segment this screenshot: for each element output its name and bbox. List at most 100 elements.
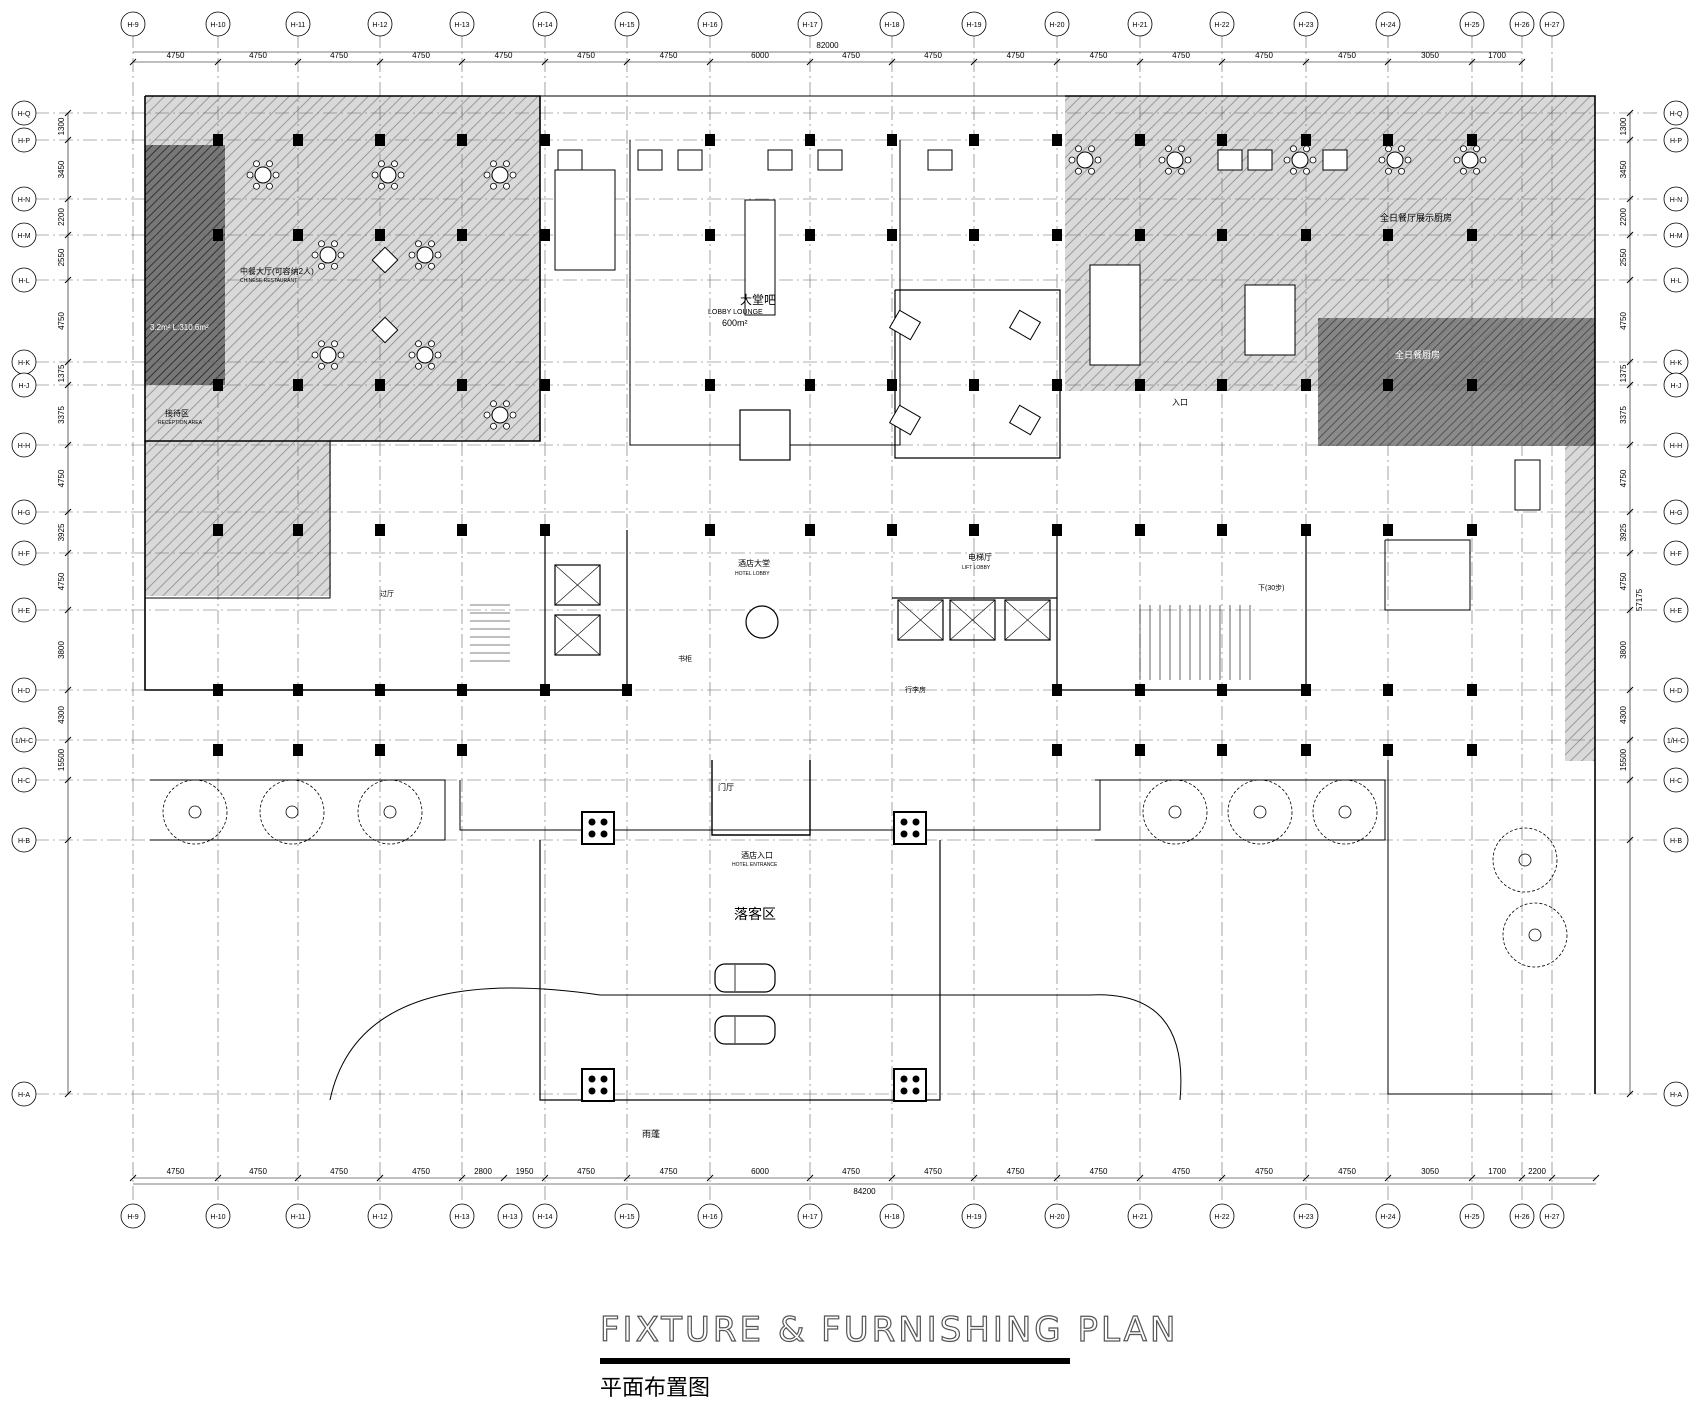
grid-bubble-bottom bbox=[879, 1203, 905, 1229]
structural-column bbox=[457, 524, 467, 536]
canopy-column-bolt bbox=[600, 830, 608, 838]
right-dimension-label: 2200 bbox=[1619, 208, 1628, 226]
grid-bubble-bottom-label: H-18 bbox=[884, 1214, 899, 1221]
right-dimension-tick bbox=[1626, 549, 1634, 557]
structural-column bbox=[213, 524, 223, 536]
round-table-chair bbox=[1068, 156, 1076, 164]
grid-bubble-left-label: H-P bbox=[18, 138, 30, 145]
bottom-dimension-label: 3050 bbox=[1421, 1167, 1439, 1176]
tree-trunk bbox=[1168, 805, 1182, 819]
left-dimension-tick bbox=[64, 381, 72, 389]
left-dimension-label: 1375 bbox=[57, 364, 66, 382]
round-table-chair bbox=[1460, 145, 1467, 153]
top-dimension-tick bbox=[706, 58, 714, 66]
structural-column bbox=[457, 379, 467, 391]
round-table-chair bbox=[434, 251, 442, 259]
round-table-chair bbox=[509, 171, 517, 179]
grid-bubble-left bbox=[11, 677, 37, 703]
grid-bubble-top bbox=[697, 11, 723, 37]
round-table-chair bbox=[503, 182, 510, 190]
top-dimension-tick bbox=[1053, 58, 1061, 66]
structural-column bbox=[375, 379, 385, 391]
square-table bbox=[371, 316, 399, 344]
tree-trunk bbox=[1528, 928, 1542, 942]
structural-column bbox=[213, 379, 223, 391]
grid-bubble-right bbox=[1663, 597, 1689, 623]
grid-bubble-left-label: H-A bbox=[18, 1092, 30, 1099]
grid-bubble-top-label: H-13 bbox=[454, 22, 469, 29]
bottom-dimension-label: 4750 bbox=[412, 1167, 430, 1176]
top-dimension-tick bbox=[1518, 58, 1526, 66]
lift-shaft bbox=[1004, 599, 1051, 641]
lift-shaft bbox=[949, 599, 996, 641]
grid-bubble-left bbox=[11, 267, 37, 293]
round-table-chair bbox=[1404, 156, 1412, 164]
grid-bubble-top bbox=[1044, 11, 1070, 37]
round-table bbox=[1291, 151, 1309, 169]
structural-column bbox=[1217, 229, 1227, 241]
grid-bubble-bottom-label: H-15 bbox=[619, 1214, 634, 1221]
canopy-column-bolt bbox=[588, 818, 596, 826]
grid-bubble-left bbox=[11, 597, 37, 623]
canopy-column bbox=[893, 1068, 927, 1102]
tree-trunk bbox=[188, 805, 202, 819]
bottom-dimension-label: 1700 bbox=[1488, 1167, 1506, 1176]
wall-canopy bbox=[539, 840, 941, 1101]
grid-bubble-top bbox=[285, 11, 311, 37]
grid-bubble-left bbox=[11, 100, 37, 126]
round-table-chair bbox=[318, 362, 325, 370]
round-table-chair bbox=[415, 262, 422, 270]
top-dimension-tick bbox=[214, 58, 222, 66]
tree-trunk bbox=[285, 805, 299, 819]
structural-column bbox=[293, 379, 303, 391]
round-table-chair bbox=[253, 160, 260, 168]
round-table-chair bbox=[408, 351, 416, 359]
bottom-dimension-tick bbox=[806, 1174, 814, 1182]
tree bbox=[1142, 779, 1208, 845]
structural-column bbox=[887, 229, 897, 241]
grid-bubble-right-label: H-P bbox=[1670, 138, 1682, 145]
right-dimension-label: 3375 bbox=[1619, 406, 1628, 424]
grid-bubble-top bbox=[1539, 11, 1565, 37]
grid-bubble-right bbox=[1663, 540, 1689, 566]
square-table bbox=[371, 246, 399, 274]
left-dimension-label: 3450 bbox=[57, 160, 66, 178]
structural-column bbox=[375, 744, 385, 756]
round-table-chair bbox=[490, 160, 497, 168]
grid-bubble-bottom-label: H-23 bbox=[1298, 1214, 1313, 1221]
grid-bubble-top bbox=[367, 11, 393, 37]
structural-column bbox=[1301, 229, 1311, 241]
tree bbox=[259, 779, 325, 845]
left-dimension-label: 3375 bbox=[57, 406, 66, 424]
round-table-chair bbox=[1088, 167, 1095, 175]
round-table bbox=[416, 246, 434, 264]
left-dimension-tick bbox=[64, 606, 72, 614]
grid-bubble-top bbox=[797, 11, 823, 37]
round-table-chair bbox=[331, 262, 338, 270]
top-dimension-label: 4750 bbox=[924, 51, 942, 60]
grid-bubble-left-label: H-D bbox=[18, 688, 30, 695]
structural-column bbox=[213, 744, 223, 756]
wall-restaurant bbox=[144, 95, 541, 442]
room-label-hotel-entrance-en: HOTEL ENTRANCE bbox=[732, 862, 778, 868]
right-total-dimension: 57175 bbox=[1635, 588, 1644, 611]
canopy-column bbox=[581, 1068, 615, 1102]
grid-bubble-bottom bbox=[797, 1203, 823, 1229]
round-table-chair bbox=[253, 182, 260, 190]
grid-bubble-top-label: H-16 bbox=[702, 22, 717, 29]
structural-column bbox=[1467, 229, 1477, 241]
structural-column bbox=[1383, 684, 1393, 696]
top-dimension-tick bbox=[1302, 58, 1310, 66]
grid-bubble-left-label: H-C bbox=[18, 778, 30, 785]
structural-column bbox=[1467, 744, 1477, 756]
structural-column bbox=[705, 379, 715, 391]
right-dimension-tick bbox=[1626, 736, 1634, 744]
structural-column bbox=[293, 684, 303, 696]
structural-column bbox=[1135, 229, 1145, 241]
grid-bubble-bottom bbox=[120, 1203, 146, 1229]
round-table-chair bbox=[428, 340, 435, 348]
right-dimension-label: 1375 bbox=[1619, 364, 1628, 382]
grid-bubble-bottom bbox=[1509, 1203, 1535, 1229]
planter-east bbox=[1095, 779, 1386, 841]
